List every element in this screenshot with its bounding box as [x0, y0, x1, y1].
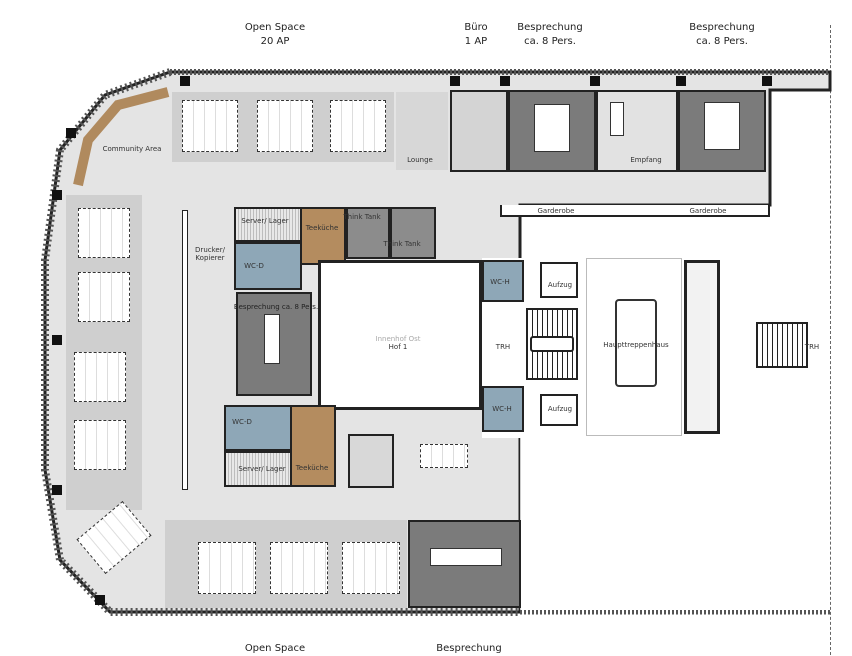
header-line: Besprechung — [517, 22, 583, 33]
stair-well — [615, 299, 657, 387]
column — [762, 76, 772, 86]
column — [450, 76, 460, 86]
server-label: Server/ Lager — [241, 217, 289, 225]
column — [52, 335, 62, 345]
wc-h-room-upper — [482, 260, 524, 302]
facade-window — [41, 68, 520, 616]
drucker-label: Drucker/ Kopierer — [195, 246, 225, 263]
empfang-room — [596, 90, 678, 172]
haupttreppenhaus-label: Haupttreppenhaus — [603, 341, 669, 349]
aufzug-label: Aufzug — [547, 281, 573, 289]
teekueche-room-lower — [290, 405, 336, 487]
lounge-label: Lounge — [407, 156, 433, 164]
meeting-table — [430, 548, 502, 566]
column — [180, 76, 190, 86]
community-area-label: Community Area — [102, 145, 162, 153]
header-open-space-bottom: Open Space — [244, 643, 306, 654]
wc-h-label: WC-H — [490, 278, 510, 286]
header-line: ca. 8 Pers. — [524, 35, 576, 47]
garderobe-strip — [500, 205, 770, 217]
partition-wall — [182, 210, 188, 490]
adjacent-building — [520, 438, 830, 610]
teekueche-label: Teeküche — [295, 464, 329, 472]
meeting-table — [264, 314, 280, 364]
aufzug-upper — [540, 262, 578, 298]
header-line: 20 AP — [260, 35, 290, 47]
column — [52, 190, 62, 200]
server-lager-room-lower — [224, 451, 292, 487]
besprechung-room-middle — [236, 292, 312, 396]
header-line: Besprechung — [689, 22, 755, 33]
boundary-line — [830, 25, 831, 655]
haupttreppenhaus — [586, 258, 682, 436]
header-line: Büro — [464, 22, 488, 33]
desk-cluster — [270, 542, 328, 594]
wc-d-label: WC-D — [232, 418, 252, 426]
teekueche-label: Teeküche — [305, 224, 339, 232]
desk-cluster — [198, 542, 256, 594]
header-buero: Büro 1 AP — [464, 21, 487, 48]
aufzug-lower — [540, 394, 578, 426]
empfang-label: Empfang — [630, 156, 662, 164]
think-tank-label: Think Tank — [383, 240, 421, 248]
desk-cluster — [420, 444, 468, 468]
aufzug-label: Aufzug — [547, 405, 573, 413]
header-line: 1 AP — [464, 35, 488, 47]
desk-cluster — [342, 542, 400, 594]
garderobe-label-1: Garderobe — [537, 207, 575, 215]
desk-cluster — [330, 100, 386, 152]
meeting-table — [534, 104, 570, 152]
column — [500, 76, 510, 86]
header-open-space-top: Open Space 20 AP — [245, 21, 305, 48]
header-line: ca. 8 Pers. — [696, 35, 748, 47]
header-besprechung-2: Besprechung ca. 8 Pers. — [689, 21, 754, 48]
column — [52, 485, 62, 495]
column — [590, 76, 600, 86]
desk-cluster — [78, 272, 130, 322]
besprechung-room-top-2 — [678, 90, 766, 172]
meeting-table — [704, 102, 740, 150]
elevator-shaft — [684, 260, 720, 434]
trh-label-east: TRH — [804, 343, 820, 351]
wc-d-room-upper — [234, 242, 302, 290]
desk-cluster — [74, 352, 126, 402]
header-line: Open Space — [244, 22, 306, 33]
besprechung-room-bottom — [408, 520, 521, 608]
wc-d-label: WC-D — [244, 262, 264, 270]
stairs-trh — [526, 308, 578, 380]
desk-cluster — [182, 100, 238, 152]
column — [66, 128, 76, 138]
trh-label: TRH — [495, 343, 511, 351]
phone-booths — [348, 434, 394, 488]
lounge-room — [396, 92, 448, 170]
desk-cluster — [74, 420, 126, 470]
garderobe-label-2: Garderobe — [689, 207, 727, 215]
innenhof-name-label: Innenhof Ost — [375, 335, 421, 343]
innenhof-label: Hof 1 — [388, 343, 408, 351]
teekueche-room — [300, 207, 346, 265]
desk-cluster — [257, 100, 313, 152]
server-label: Server/ Lager — [238, 465, 286, 473]
think-tank-1 — [346, 207, 390, 259]
wc-d-room-lower — [224, 405, 292, 451]
besprechung-label: Besprechung ca. 8 Pers. — [233, 303, 319, 311]
header-besprechung-bottom: Besprechung — [436, 643, 502, 654]
besprechung-room-top-1 — [508, 90, 596, 172]
wc-h-room-lower — [482, 386, 524, 432]
stair-landing — [530, 336, 574, 352]
column — [676, 76, 686, 86]
community-bench — [73, 87, 170, 187]
header-besprechung-1: Besprechung ca. 8 Pers. — [517, 21, 582, 48]
column — [95, 595, 105, 605]
think-tank-2 — [390, 207, 436, 259]
buero-room — [450, 90, 508, 172]
desk-cluster — [78, 208, 130, 258]
stairs-east — [756, 322, 808, 368]
reception-desk — [610, 102, 624, 136]
wc-h-label: WC-H — [492, 405, 512, 413]
innenhof-courtyard — [318, 260, 482, 410]
think-tank-label: Think Tank — [343, 213, 381, 221]
